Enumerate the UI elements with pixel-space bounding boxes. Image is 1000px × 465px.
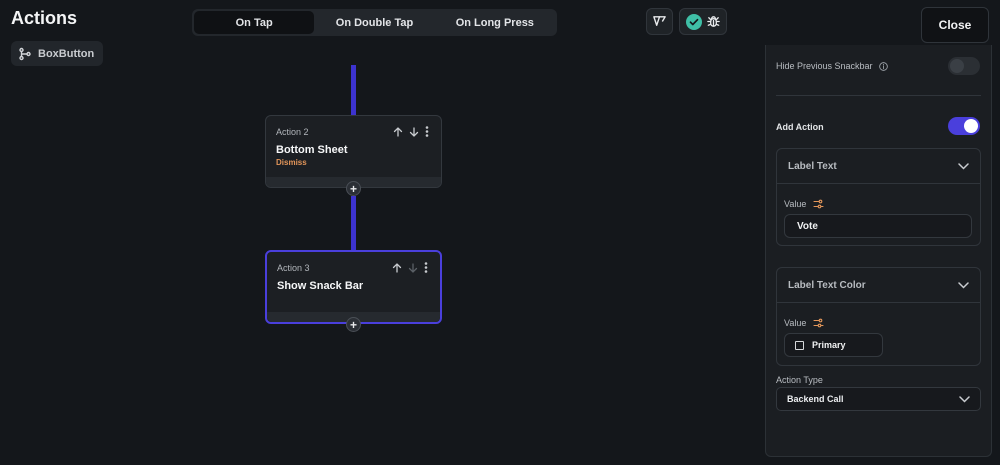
debug-button[interactable] [679,8,727,35]
more-vertical-icon[interactable] [425,126,429,137]
toggle-knob [950,59,964,73]
color-picker-input[interactable]: Primary [784,333,883,357]
value-label: Value [784,318,807,328]
flow-connector-top [351,65,356,116]
label-text-color-section: Label Text Color Value Primary [776,267,981,366]
variable-settings-icon[interactable] [813,199,824,209]
label-text-header[interactable]: Label Text [777,149,980,184]
action-properties-panel: Hide Previous Snackbar Add Action Label … [765,45,992,457]
add-action-label: Add Action [776,122,824,132]
trigger-tabs: On Tap On Double Tap On Long Press [192,9,557,36]
action-type-label: Action Type [776,375,823,385]
info-icon [879,62,888,71]
hide-previous-snackbar-label: Hide Previous Snackbar [776,61,873,71]
page-title: Actions [11,8,78,28]
widget-chip[interactable]: BoxButton [11,41,104,66]
action-node-number: Action 2 [276,127,309,137]
action-node-subtitle: Dismiss [276,158,307,167]
value-label: Value [784,199,807,209]
tab-on-long-press[interactable]: On Long Press [455,16,534,29]
action-node-controls [392,262,428,273]
action-node-2[interactable]: Action 2 Bottom Sheet Dismiss [265,115,442,188]
hide-previous-snackbar-toggle[interactable] [948,57,980,75]
action-type-dropdown[interactable]: Backend Call [776,387,981,411]
action-node-name: Show Snack Bar [277,280,364,292]
flow-button[interactable] [646,8,673,35]
add-action-toggle[interactable] [948,117,980,135]
tab-on-double-tap[interactable]: On Double Tap [335,16,414,29]
label-text-color-value: Primary [812,340,846,350]
close-button[interactable]: Close [921,7,989,43]
chevron-down-icon [958,162,969,170]
check-circle-icon [685,13,702,30]
divider [776,95,981,96]
arrow-up-icon[interactable] [393,126,403,137]
arrow-down-icon [408,262,418,273]
toggle-knob [964,119,978,133]
chevron-down-icon [959,395,970,403]
variable-settings-icon[interactable] [813,318,824,328]
action-node-name: Bottom Sheet [276,144,348,156]
label-text-color-header[interactable]: Label Text Color [777,268,980,303]
color-swatch [795,340,804,350]
label-text-title: Label Text [788,160,837,172]
tab-on-tap[interactable]: On Tap [194,11,315,34]
label-text-section: Label Text Value Vote [776,148,981,246]
action-node-3[interactable]: Action 3 Show Snack Bar [265,250,442,324]
action-node-number: Action 3 [277,263,310,273]
label-text-value: Vote [797,220,818,232]
flow-connector-middle [351,196,356,252]
add-action-plus-button[interactable]: + [346,181,361,196]
widget-chip-label: BoxButton [38,47,95,60]
label-text-color-title: Label Text Color [788,279,866,291]
action-node-controls [393,126,429,137]
action-type-value: Backend Call [787,394,844,404]
chevron-down-icon [958,281,969,289]
label-text-value-input[interactable]: Vote [784,214,972,238]
more-vertical-icon[interactable] [424,262,428,273]
add-action-plus-button[interactable]: + [346,317,361,332]
widget-tree-icon [19,47,31,60]
arrow-up-icon[interactable] [392,262,402,273]
arrow-down-icon[interactable] [409,126,419,137]
flow-icon [653,16,666,26]
bug-icon [706,16,720,27]
